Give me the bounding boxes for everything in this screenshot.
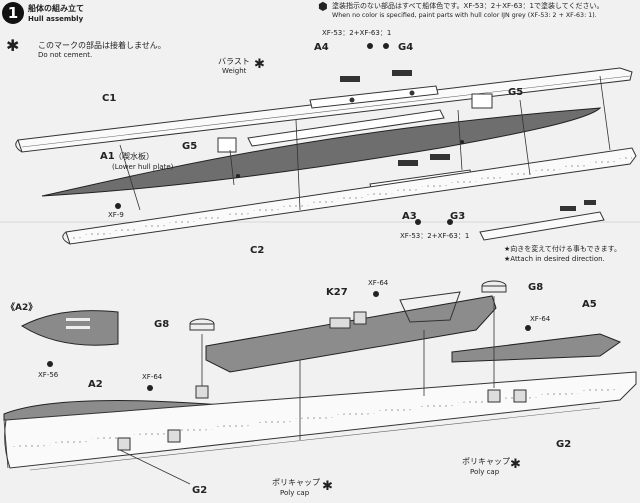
label-c2: C2 xyxy=(250,245,265,256)
label-ballast-jp: バラスト xyxy=(218,57,250,66)
do-not-cement-icon: ✱ xyxy=(6,36,20,55)
paint-dot-a4 xyxy=(367,43,373,49)
part-k27-deck xyxy=(205,291,497,373)
label-a1: A1 xyxy=(100,151,115,162)
label-g8-right: G8 xyxy=(528,282,544,293)
label-g2-left: G2 xyxy=(192,485,208,496)
label-g5-right: G5 xyxy=(508,87,524,98)
do-not-cement-icon-right: ✱ xyxy=(510,457,521,472)
part-g8-cap-left xyxy=(189,318,215,331)
label-k27: K27 xyxy=(326,287,348,298)
label-c1: C1 xyxy=(102,93,117,104)
paint-label-bottom: XF-53：2+XF-63：1 xyxy=(400,232,470,240)
label-a3: A3 xyxy=(402,211,417,222)
part-direction-detail xyxy=(479,200,605,241)
part-c1-hull-half xyxy=(15,67,633,153)
part-c2-hull-half xyxy=(62,147,637,245)
part-g8-cap-right xyxy=(481,280,507,293)
label-a5: A5 xyxy=(582,299,597,310)
paint-dot-a3 xyxy=(415,219,421,225)
direction-note-en: ★Attach in desired direction. xyxy=(504,255,605,263)
paint-dot-xf9 xyxy=(115,203,121,209)
part-g5-block-right xyxy=(471,93,493,109)
paint-label-top: XF-53：2+XF-63：1 xyxy=(322,29,392,37)
paint-hex-icon: ⬢ xyxy=(318,0,328,13)
label-a2-inset: 《A2》 xyxy=(6,303,38,313)
label-a1-jp: （喫水板） xyxy=(114,152,154,161)
polycap-en-left: Poly cap xyxy=(280,489,310,497)
label-a1-en: (Lower hull plate) xyxy=(112,163,174,171)
label-a4: A4 xyxy=(314,42,329,53)
label-g2-right: G2 xyxy=(556,439,572,450)
part-a1-lower-hull-plate xyxy=(41,107,602,197)
no-cement-en: Do not cement. xyxy=(38,51,93,59)
label-g3: G3 xyxy=(450,211,466,222)
paint-dot-g4 xyxy=(383,43,389,49)
label-g4: G4 xyxy=(398,42,414,53)
label-xf56: XF-56 xyxy=(38,371,59,379)
paint-note-en: When no color is specified, paint parts … xyxy=(332,12,597,19)
label-g5-left: G5 xyxy=(182,141,198,152)
label-xf64-right: XF-64 xyxy=(530,315,551,323)
part-a4-deck xyxy=(309,70,439,109)
step-title-en: Hull assembly xyxy=(28,15,84,23)
step-badge: 1 xyxy=(2,2,24,24)
label-ballast-en: Weight xyxy=(222,67,247,75)
polycap-jp-right: ポリキャップ xyxy=(462,457,510,466)
do-not-cement-icon-ballast: ✱ xyxy=(254,57,265,72)
polycap-en-right: Poly cap xyxy=(470,468,500,476)
label-xf9: XF-9 xyxy=(108,211,124,219)
poly-caps xyxy=(117,385,527,451)
label-a2: A2 xyxy=(88,379,103,390)
assembly-arrows-lower xyxy=(3,296,495,485)
label-xf64-mid: XF-64 xyxy=(368,279,389,287)
paint-dot-g3 xyxy=(447,219,453,225)
part-a2-inset-plate xyxy=(21,310,119,367)
label-g8-left: G8 xyxy=(154,319,170,330)
part-g5-block-left xyxy=(217,137,237,153)
do-not-cement-icon-left: ✱ xyxy=(322,479,333,494)
label-xf64-left: XF-64 xyxy=(142,373,163,381)
polycap-jp-left: ポリキャップ xyxy=(272,478,320,487)
part-a5-stern-deck xyxy=(451,325,622,363)
assembly-arrows-upper xyxy=(119,75,611,211)
paint-note-jp: 塗装指示のない部品はすべて船体色です。XF-53：2＋XF-63：1で塗装してく… xyxy=(332,2,604,10)
step-title-jp: 船体の組み立て xyxy=(28,4,84,13)
no-cement-jp: このマークの部品は接着しません。 xyxy=(38,41,166,50)
direction-note-jp: ★向きを変えて付ける事もできます。 xyxy=(504,245,621,253)
